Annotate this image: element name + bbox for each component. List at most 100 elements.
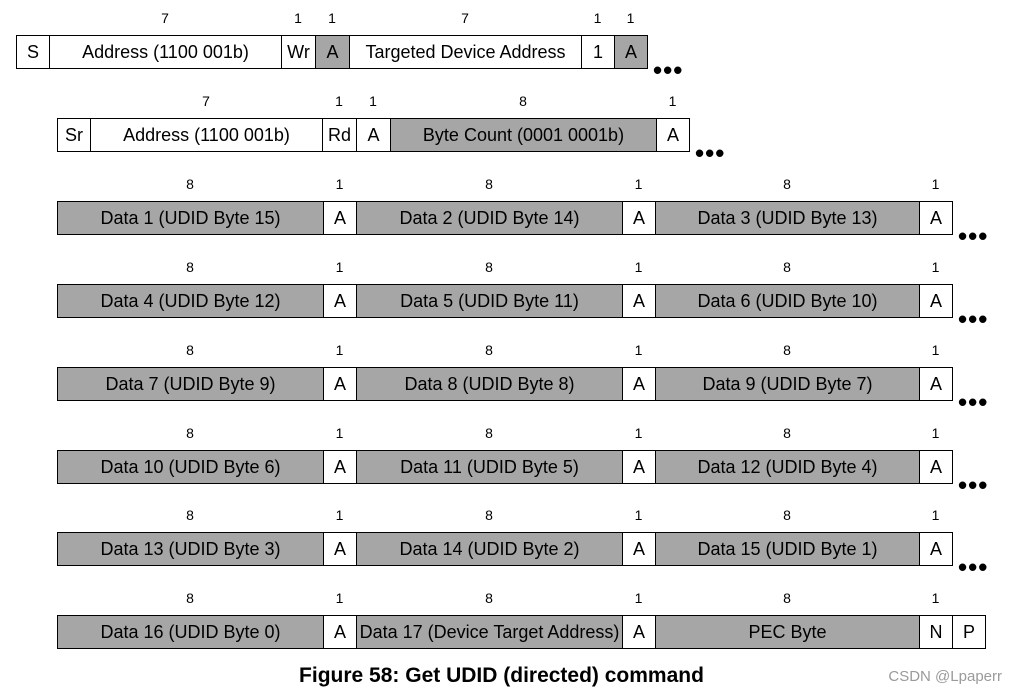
bit-count-label: 8	[186, 425, 194, 441]
bit-count-label: 1	[335, 93, 343, 109]
field-cell: Data 8 (UDID Byte 8)	[356, 367, 623, 401]
field-cell: Rd	[322, 118, 357, 152]
field-cell: Targeted Device Address	[349, 35, 582, 69]
bit-count-label: 8	[783, 176, 791, 192]
field-cell: Data 14 (UDID Byte 2)	[356, 532, 623, 566]
bit-count-label: 8	[783, 425, 791, 441]
bit-count-label: 7	[161, 10, 169, 26]
bit-count-label: 1	[634, 590, 643, 606]
continuation-dots: •••	[695, 138, 726, 168]
field-cell: A	[323, 284, 357, 318]
bit-count-label: 8	[485, 425, 493, 441]
field-cell: A	[315, 35, 350, 69]
bit-count-label: 1	[335, 176, 344, 192]
bit-count-label: 7	[202, 93, 210, 109]
field-cell: A	[622, 367, 656, 401]
field-cell: A	[622, 450, 656, 484]
bit-count-label: 1	[294, 10, 302, 26]
field-cell: A	[323, 532, 357, 566]
field-cell: Sr	[57, 118, 91, 152]
bit-count-label: 7	[461, 10, 469, 26]
field-cell: Data 7 (UDID Byte 9)	[57, 367, 324, 401]
bit-count-label: 1	[634, 259, 643, 275]
field-cell: S	[16, 35, 50, 69]
field-cell: Address (1100 001b)	[49, 35, 282, 69]
field-cell: Data 17 (Device Target Address)	[356, 615, 623, 649]
bit-count-label: 1	[931, 342, 940, 358]
field-cell: A	[614, 35, 648, 69]
bit-count-label: 1	[931, 259, 940, 275]
field-cell: Data 10 (UDID Byte 6)	[57, 450, 324, 484]
field-cell: A	[919, 284, 953, 318]
bit-count-label: 1	[634, 425, 643, 441]
continuation-dots: •••	[653, 55, 684, 85]
field-cell: Data 15 (UDID Byte 1)	[655, 532, 920, 566]
field-cell: A	[919, 201, 953, 235]
field-cell: A	[323, 450, 357, 484]
field-cell: A	[323, 615, 357, 649]
bit-count-label: 8	[186, 342, 194, 358]
bit-count-label: 1	[931, 176, 940, 192]
bit-count-label: 1	[931, 590, 940, 606]
field-cell: A	[323, 201, 357, 235]
field-cell: A	[656, 118, 690, 152]
field-cell: A	[622, 284, 656, 318]
figure-caption: Figure 58: Get UDID (directed) command	[299, 664, 704, 687]
bit-count-label: 8	[485, 507, 493, 523]
bit-count-label: 1	[668, 93, 677, 109]
field-cell: Address (1100 001b)	[90, 118, 323, 152]
bit-count-label: 8	[186, 507, 194, 523]
bit-count-label: 1	[634, 342, 643, 358]
bit-count-label: 8	[485, 176, 493, 192]
continuation-dots: •••	[958, 304, 989, 334]
field-cell: Data 16 (UDID Byte 0)	[57, 615, 324, 649]
bit-count-label: 8	[519, 93, 527, 109]
bit-count-label: 1	[634, 507, 643, 523]
field-cell: Data 5 (UDID Byte 11)	[356, 284, 623, 318]
field-cell: Byte Count (0001 0001b)	[390, 118, 657, 152]
bit-count-label: 1	[328, 10, 336, 26]
field-cell: Data 13 (UDID Byte 3)	[57, 532, 324, 566]
field-cell: A	[919, 367, 953, 401]
bit-count-label: 1	[634, 176, 643, 192]
continuation-dots: •••	[958, 387, 989, 417]
bit-count-label: 8	[783, 507, 791, 523]
bit-count-label: 8	[186, 259, 194, 275]
bit-count-label: 8	[783, 259, 791, 275]
field-cell: Data 2 (UDID Byte 14)	[356, 201, 623, 235]
field-cell: Data 12 (UDID Byte 4)	[655, 450, 920, 484]
bit-count-label: 1	[593, 10, 602, 26]
field-cell: P	[952, 615, 986, 649]
field-cell: A	[919, 532, 953, 566]
continuation-dots: •••	[958, 470, 989, 500]
bit-count-label: 8	[186, 590, 194, 606]
bit-count-label: 8	[783, 590, 791, 606]
bit-count-label: 1	[335, 259, 344, 275]
field-cell: PEC Byte	[655, 615, 920, 649]
field-cell: A	[323, 367, 357, 401]
bit-count-label: 8	[186, 176, 194, 192]
bit-count-label: 1	[335, 425, 344, 441]
field-cell: Wr	[281, 35, 316, 69]
bit-count-label: 1	[335, 507, 344, 523]
bit-count-label: 8	[485, 342, 493, 358]
field-cell: Data 9 (UDID Byte 7)	[655, 367, 920, 401]
field-cell: Data 3 (UDID Byte 13)	[655, 201, 920, 235]
bit-count-label: 1	[335, 342, 344, 358]
watermark-text: CSDN @Lpaperr	[888, 668, 1002, 685]
continuation-dots: •••	[958, 221, 989, 251]
field-cell: A	[622, 201, 656, 235]
field-cell: A	[622, 615, 656, 649]
field-cell: A	[622, 532, 656, 566]
bit-count-label: 8	[485, 259, 493, 275]
field-cell: N	[919, 615, 953, 649]
bit-count-label: 1	[335, 590, 344, 606]
bit-count-label: 1	[931, 425, 940, 441]
field-cell: Data 4 (UDID Byte 12)	[57, 284, 324, 318]
continuation-dots: •••	[958, 552, 989, 582]
bit-count-label: 1	[369, 93, 377, 109]
field-cell: A	[919, 450, 953, 484]
bit-count-label: 1	[626, 10, 635, 26]
bit-count-label: 1	[931, 507, 940, 523]
